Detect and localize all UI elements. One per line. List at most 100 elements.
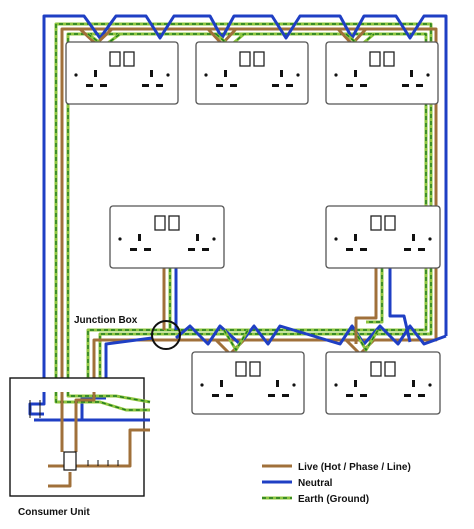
screw	[74, 73, 78, 77]
earth-pin-hole	[280, 70, 283, 77]
junction-box: Junction Box	[74, 315, 181, 350]
live-pin-hole	[226, 394, 233, 397]
junction-box-label: Junction Box	[74, 315, 138, 326]
socket-faceplate	[325, 205, 441, 269]
double-socket	[325, 351, 441, 415]
neutral-pin-hole	[86, 84, 93, 87]
live-pin-hole	[230, 84, 237, 87]
neutral-pin-hole	[346, 84, 353, 87]
legend-item: Live (Hot / Phase / Line)	[262, 462, 411, 473]
earth-pin-hole	[412, 234, 415, 241]
live-pin-hole	[282, 394, 289, 397]
socket-switch	[369, 51, 381, 67]
socket-faceplate	[65, 41, 179, 105]
double-socket	[109, 205, 225, 269]
live-pin-hole	[360, 84, 367, 87]
socket-switch	[239, 51, 251, 67]
neutral-ring-top	[42, 14, 448, 392]
socket-switch	[154, 215, 166, 231]
screw	[428, 383, 432, 387]
socket-switch	[383, 51, 395, 67]
socket-faceplate	[325, 351, 441, 415]
spur-cables	[162, 268, 178, 330]
live-pin-hole	[286, 84, 293, 87]
earth-pin-hole	[354, 234, 357, 241]
neutral-pin-hole	[346, 248, 353, 251]
socket-faceplate	[325, 41, 439, 105]
screw	[334, 73, 338, 77]
neutral-ring-bottom	[175, 324, 447, 346]
screw	[426, 73, 430, 77]
earth-pin-hole	[94, 70, 97, 77]
screw	[292, 383, 296, 387]
socket-switch	[235, 361, 247, 377]
neutral-pin-hole	[268, 394, 275, 397]
sockets	[65, 41, 441, 415]
legend-item: Neutral	[262, 478, 333, 489]
screw	[334, 383, 338, 387]
screw	[334, 237, 338, 241]
live-pin-hole	[418, 394, 425, 397]
double-socket	[65, 41, 179, 105]
neutral-pin-hole	[404, 248, 411, 251]
socket-switch	[384, 215, 396, 231]
neutral-pin-hole	[346, 394, 353, 397]
screw	[204, 73, 208, 77]
socket-faceplate	[195, 41, 309, 105]
socket-switch	[123, 51, 135, 67]
socket-faceplate	[191, 351, 305, 415]
live-pin-hole	[416, 84, 423, 87]
legend-label: Live (Hot / Phase / Line)	[298, 462, 411, 473]
screw	[428, 237, 432, 241]
earth-pin-hole	[354, 70, 357, 77]
socket-switch	[249, 361, 261, 377]
socket-switch	[168, 215, 180, 231]
earth-pin-hole	[354, 380, 357, 387]
junction-box-ring	[151, 320, 181, 350]
fuse	[63, 451, 77, 471]
neutral-pin-hole	[272, 84, 279, 87]
legend-label: Neutral	[298, 478, 333, 489]
earth-pin-hole	[150, 70, 153, 77]
neutral-pin-hole	[188, 248, 195, 251]
legend-item: Earth (Ground)	[262, 494, 369, 505]
earth-ring-inner-dash	[67, 33, 427, 392]
double-socket	[191, 351, 305, 415]
socket-switch	[370, 215, 382, 231]
right-middle-socket-cables	[354, 268, 412, 344]
neutral-pin-hole	[402, 84, 409, 87]
socket-switch	[109, 51, 121, 67]
earth-pin-hole	[224, 70, 227, 77]
double-socket	[325, 41, 439, 105]
earth-pin-hole	[138, 234, 141, 241]
earth-pin-hole	[412, 380, 415, 387]
live-ring	[60, 27, 438, 392]
live-pin-hole	[156, 84, 163, 87]
consumer-unit-label: Consumer Unit	[18, 507, 90, 518]
screw	[118, 237, 122, 241]
socket-switch	[253, 51, 265, 67]
live-pin-hole	[360, 248, 367, 251]
double-socket	[325, 205, 441, 269]
earth-pin-hole	[196, 234, 199, 241]
socket-switch	[370, 361, 382, 377]
neutral-pin-hole	[404, 394, 411, 397]
socket-switch	[384, 361, 396, 377]
screw	[166, 73, 170, 77]
live-pin-hole	[418, 248, 425, 251]
consumer-unit: Consumer Unit	[9, 377, 151, 518]
socket-faceplate	[109, 205, 225, 269]
neutral-pin-hole	[142, 84, 149, 87]
live-pin-hole	[144, 248, 151, 251]
neutral-pin-hole	[212, 394, 219, 397]
double-socket	[195, 41, 309, 105]
screw	[200, 383, 204, 387]
earth-ring-outer-dash	[55, 23, 432, 392]
neutral-pin-hole	[216, 84, 223, 87]
earth-pin-hole	[276, 380, 279, 387]
ring-main-cables	[42, 14, 448, 398]
neutral-pin-hole	[130, 248, 137, 251]
screw	[212, 237, 216, 241]
